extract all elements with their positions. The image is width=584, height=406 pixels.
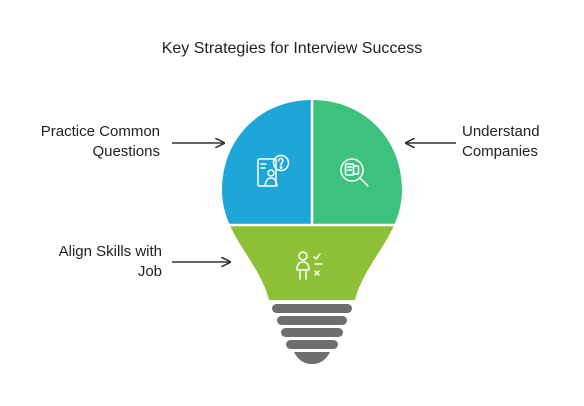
label-align-line1: Align Skills with [58, 243, 162, 260]
person-checklist-icon [296, 251, 323, 280]
diagram-title: Key Strategies for Interview Success [161, 40, 423, 57]
label-understand-line1: Understand [462, 123, 540, 140]
label-understand-companies: Understand Companies [462, 122, 572, 162]
label-practice-common-questions: Practice Common Questions [10, 122, 160, 162]
label-practice-line1: Practice Common [40, 123, 160, 140]
segment-understand-companies [312, 100, 402, 225]
label-align-line2: Job [137, 263, 162, 280]
segment-practice-common-questions [222, 100, 312, 225]
label-align-skills-with-job: Align Skills with Job [10, 242, 162, 282]
label-understand-line2: Companies [462, 143, 538, 160]
segment-align-skills-with-job [222, 225, 402, 300]
person-question-icon [257, 154, 290, 187]
bulb-screw-base [272, 304, 352, 364]
magnifier-document-icon [340, 158, 369, 187]
label-practice-line2: Questions [92, 143, 160, 160]
